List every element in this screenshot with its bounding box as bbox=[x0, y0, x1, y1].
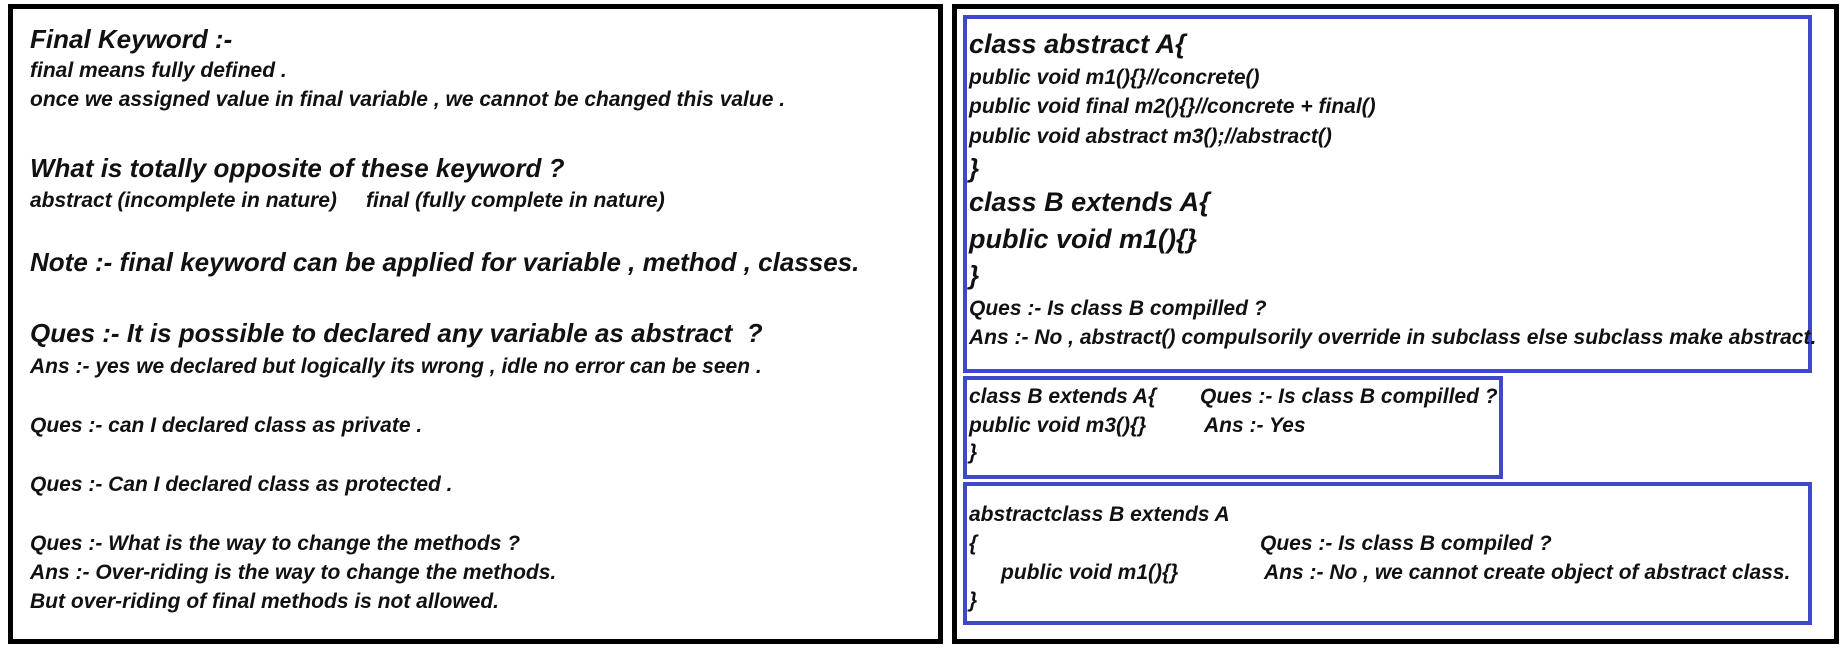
code-line: class abstract A{ bbox=[969, 29, 1186, 59]
question-change-methods: Ques :- What is the way to change the me… bbox=[30, 532, 521, 555]
code-line: abstractclass B extends A bbox=[969, 503, 1230, 526]
code-line: public void final m2(){}//concrete + fin… bbox=[969, 95, 1376, 118]
code-line: } bbox=[969, 260, 980, 290]
final-description: final (fully complete in nature) bbox=[366, 189, 665, 212]
answer-overriding: Ans :- Over-riding is the way to change … bbox=[30, 561, 557, 584]
code-line: { bbox=[969, 532, 978, 555]
answer-abstract-variable: Ans :- yes we declared but logically its… bbox=[30, 355, 762, 378]
question-abstract-variable: Ques :- It is possible to declared any v… bbox=[30, 318, 763, 348]
question-protected-class: Ques :- Can I declared class as protecte… bbox=[30, 473, 453, 496]
abstract-description: abstract (incomplete in nature) bbox=[30, 189, 337, 212]
code-line: public void m3(){} bbox=[969, 414, 1147, 437]
code-line: public void m1(){}//concrete() bbox=[969, 66, 1260, 89]
box2-question: Ques :- Is class B compilled ? bbox=[1200, 385, 1498, 408]
note-line: Note :- final keyword can be applied for… bbox=[30, 247, 860, 277]
code-box-subclass-m3 bbox=[963, 376, 1503, 479]
code-line: public void m1(){} bbox=[969, 224, 1198, 254]
code-line: class B extends A{ bbox=[969, 385, 1157, 408]
answer-final-override: But over-riding of final methods is not … bbox=[30, 590, 500, 613]
box2-answer: Ans :- Yes bbox=[1204, 414, 1306, 437]
code-line: class B extends A{ bbox=[969, 187, 1210, 217]
question-private-class: Ques :- can I declared class as private … bbox=[30, 414, 423, 437]
code-line: } bbox=[969, 153, 980, 183]
final-definition-line: final means fully defined . bbox=[30, 59, 287, 82]
box1-answer: Ans :- No , abstract() compulsorily over… bbox=[969, 326, 1817, 349]
final-value-line: once we assigned value in final variable… bbox=[30, 88, 786, 111]
code-box-abstract-class bbox=[963, 15, 1812, 373]
final-keyword-title: Final Keyword :- bbox=[30, 24, 233, 54]
opposite-question: What is totally opposite of these keywor… bbox=[30, 153, 565, 183]
box3-answer: Ans :- No , we cannot create object of a… bbox=[1264, 561, 1791, 584]
code-box-abstract-subclass bbox=[963, 482, 1812, 625]
code-line: } bbox=[969, 589, 978, 612]
left-notes-panel bbox=[8, 4, 943, 644]
code-line: public void abstract m3();//abstract() bbox=[969, 125, 1332, 148]
box1-question: Ques :- Is class B compilled ? bbox=[969, 297, 1267, 320]
code-line: } bbox=[969, 441, 978, 464]
right-code-panel bbox=[952, 4, 1839, 644]
box3-question: Ques :- Is class B compiled ? bbox=[1260, 532, 1552, 555]
code-line: public void m1(){} bbox=[1001, 561, 1179, 584]
